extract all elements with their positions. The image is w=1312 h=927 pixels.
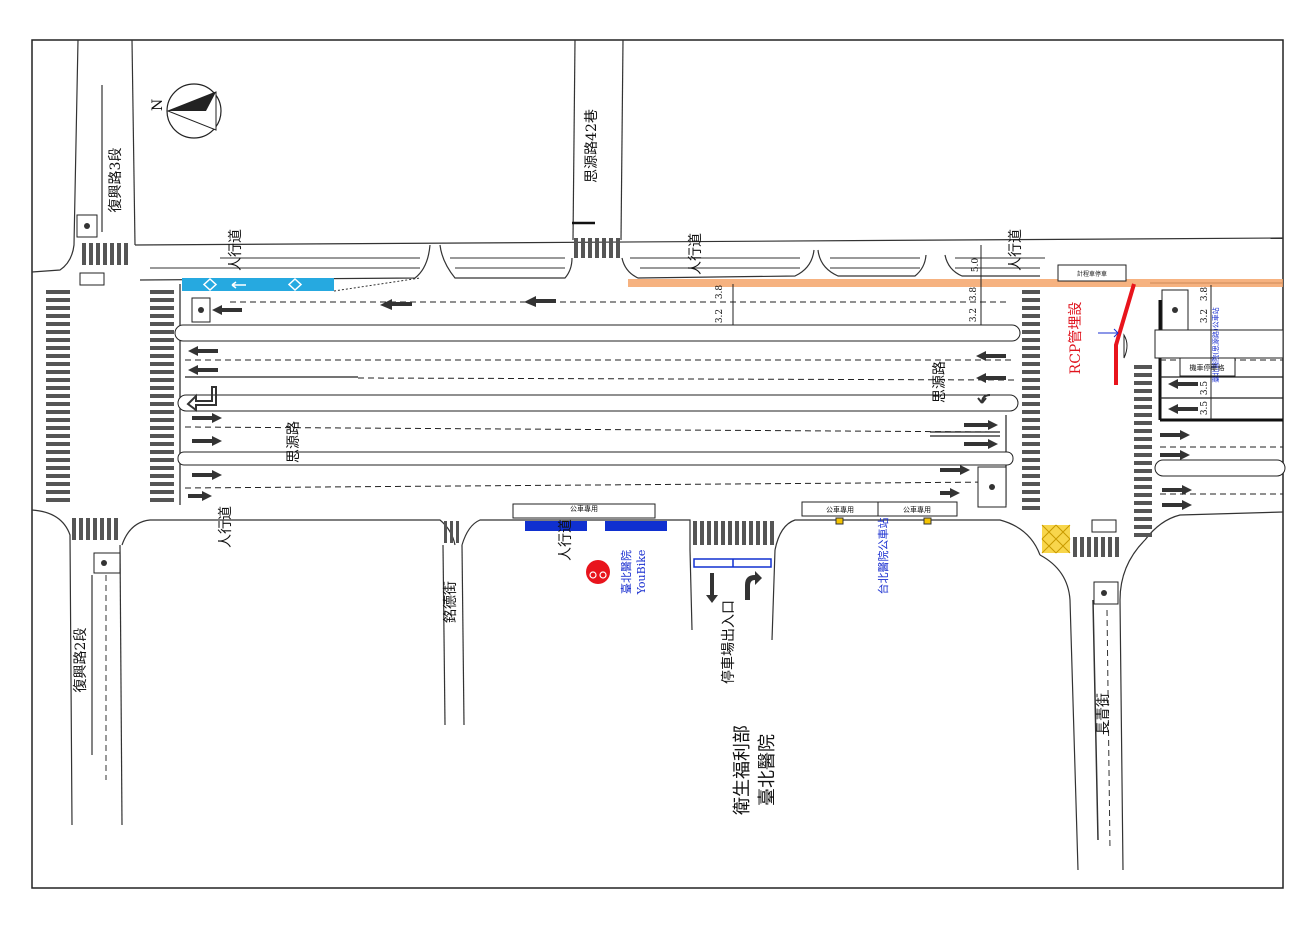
parking-driveway: [689, 549, 693, 631]
crosswalk-mingde: [444, 521, 459, 543]
fuxing-road-south: [31, 509, 73, 826]
crosswalk-north-fuxing: [82, 243, 128, 265]
dimension-markers: [732, 245, 1212, 420]
meter-sign: 計程車停車: [1077, 270, 1107, 278]
width-3-8-a: 3.8: [715, 285, 725, 300]
crosswalk-south-fuxing: [72, 518, 118, 540]
traffic-signal-icon: [76, 214, 1189, 605]
fuxing-road-north: [31, 39, 79, 273]
median-south: [177, 451, 1014, 466]
bus-only-label-2: 公車專用: [826, 505, 854, 514]
width-5-0: 5.0: [971, 258, 981, 273]
width-3-5-b: 3.5: [1200, 401, 1210, 416]
yellow-box-junction: [1041, 524, 1071, 554]
width-3-2-b: 3.2: [969, 308, 979, 322]
compass-icon: N: [150, 83, 222, 139]
crosswalk-parking: [693, 521, 774, 545]
fuxing-road-3-label: 復興路3段: [107, 148, 124, 213]
mingde-street: [442, 544, 446, 726]
crosswalk-lane42: [574, 238, 620, 258]
youbike-icon: [586, 560, 610, 584]
bus-stop-south-label: 台北醫院公車站: [876, 518, 890, 595]
bus-stop-east-label: 臺北醫院(思源路)公車站: [1211, 307, 1220, 382]
youbike-rack: [525, 521, 587, 531]
crosswalk-fuxing: [46, 290, 70, 502]
lane-arrow-icon: [186, 296, 1198, 603]
rcp-label: RCP管埋設: [1068, 302, 1084, 375]
siyuan-lane-42-label: 思源路42巷: [584, 109, 600, 183]
width-3-8-c: 3.8: [1200, 287, 1210, 302]
north-label: N: [150, 99, 166, 111]
fuxing-road-2-label: 復興路2段: [72, 628, 89, 693]
pipe-band: [628, 279, 1283, 287]
crosswalk-west: [150, 290, 174, 502]
width-3-5-a: 3.5: [1200, 381, 1210, 396]
bus-only-label-3: 公車專用: [903, 505, 931, 514]
mingde-street-label: 銘德街: [443, 581, 459, 623]
siyuan-lane-42: [572, 39, 576, 241]
crosswalk-changqing: [1073, 537, 1119, 557]
crosswalk-far-east: [1134, 365, 1152, 537]
parking-sign-label: 機車停車格: [1190, 363, 1225, 372]
youbike-station-label: 臺北醫院: [619, 550, 633, 594]
crosswalk-east: [1022, 290, 1040, 510]
width-3-8-b: 3.8: [969, 287, 979, 302]
siyuan-road-label-2: 思源路: [932, 361, 948, 403]
sidewalk-label-sw: 人行道: [218, 506, 234, 548]
ministry-label: 衛生福利部: [732, 725, 753, 815]
siyuan-road-label: 思源路: [286, 421, 302, 463]
median-center: [177, 394, 1019, 412]
sidewalk-label-n: 人行道: [688, 233, 704, 275]
bus-lane-marking: [182, 277, 421, 292]
rcp-pipe-line: [1114, 283, 1136, 385]
sidewalk-label-s: 人行道: [558, 519, 574, 561]
youbike-brand-label: YouBike: [635, 550, 648, 596]
hospital-label: 臺北醫院: [757, 734, 778, 806]
youbike-rack-2: [605, 521, 667, 531]
width-3-2-a: 3.2: [715, 309, 725, 323]
sidewalk-label-nw: 人行道: [228, 229, 244, 271]
median-north: [174, 324, 1021, 342]
parking-entrance-label: 停車場出入口: [720, 600, 737, 684]
changqing-street-label: 長青街: [1096, 693, 1112, 735]
sidewalk-label-ne: 人行道: [1008, 229, 1024, 271]
width-3-2-c: 3.2: [1200, 309, 1210, 323]
bus-only-label-1: 公車專用: [570, 504, 598, 513]
changqing-street: [1039, 554, 1079, 871]
